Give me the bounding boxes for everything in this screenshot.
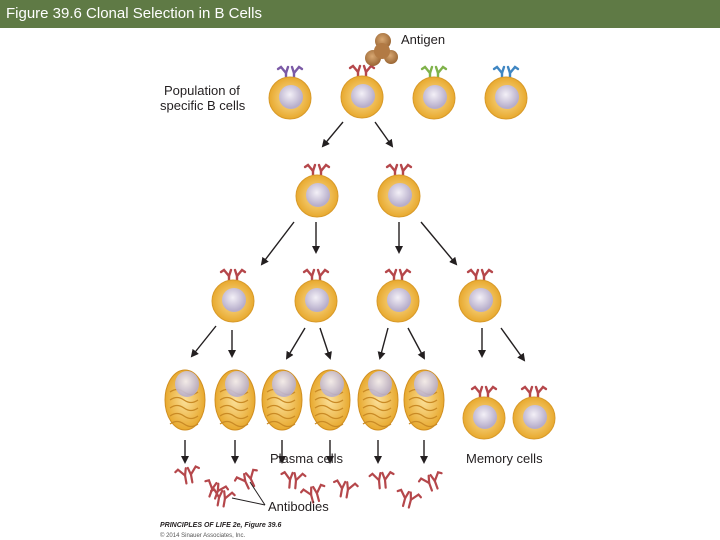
flow-arrow <box>190 325 217 358</box>
antibody-icon <box>332 479 359 499</box>
b-cell-clone <box>295 163 339 218</box>
antigen-icon <box>365 33 398 66</box>
receptor-icon <box>492 65 520 81</box>
receptor-icon <box>520 385 548 401</box>
b-cell-clone <box>211 268 255 323</box>
antibody-icon <box>417 471 443 492</box>
credit-line-1: PRINCIPLES OF LIFE 2e, Figure 39.6 <box>160 522 281 529</box>
receptor-icon <box>420 65 448 81</box>
antibodies-leader-line <box>231 497 266 506</box>
antibodies-layer <box>174 465 443 509</box>
flow-arrow <box>374 121 394 148</box>
flow-arrow <box>321 121 344 148</box>
b-cell-clone <box>377 163 421 218</box>
receptor-icon <box>303 163 331 179</box>
b-cell <box>268 65 312 120</box>
cells-layer <box>164 64 556 440</box>
flow-arrow <box>285 327 306 360</box>
figure-title: Figure 39.6 Clonal Selection in B Cells <box>6 5 262 22</box>
memory-cell <box>462 385 506 440</box>
receptor-icon <box>385 163 413 179</box>
flow-arrow <box>500 327 526 362</box>
b-cell <box>484 65 528 120</box>
receptor-icon <box>276 65 304 81</box>
memory-cell <box>512 385 556 440</box>
flow-arrow <box>319 327 332 360</box>
antibody-icon <box>300 483 326 504</box>
receptor-icon <box>470 385 498 401</box>
receptor-icon <box>302 268 330 284</box>
receptor-icon <box>219 268 247 284</box>
receptor-icon <box>466 268 494 284</box>
b-cell-clone <box>294 268 338 323</box>
antibodies-leader-line <box>249 481 266 506</box>
selected-b-cell <box>340 64 384 119</box>
antibody-icon <box>233 468 258 490</box>
plasma-cell <box>403 369 445 431</box>
antibody-icon <box>368 470 395 490</box>
arrows-layer <box>181 121 526 464</box>
plasma-cell <box>214 369 256 431</box>
title-bar: Figure 39.6 Clonal Selection in B Cells <box>0 0 720 28</box>
population-label-line1: Population of <box>164 83 240 98</box>
receptor-icon <box>384 268 412 284</box>
antibody-icon <box>209 488 236 508</box>
plasma-cell <box>357 369 399 431</box>
memory-cells-label: Memory cells <box>466 451 543 466</box>
antibody-icon <box>280 470 307 490</box>
plasma-cell <box>309 369 351 431</box>
b-cell-clone <box>376 268 420 323</box>
b-cell-clone <box>458 268 502 323</box>
antibodies-label: Antibodies <box>268 499 329 514</box>
flow-arrow <box>260 221 295 266</box>
antibody-icon <box>174 465 201 485</box>
receptor-icon <box>348 64 376 80</box>
flow-arrow <box>420 221 458 266</box>
population-label-line2: specific B cells <box>160 98 246 113</box>
plasma-cell <box>164 369 206 431</box>
plasma-cells-label: Plasma cells <box>270 451 343 466</box>
credit-line-2: © 2014 Sinauer Associates, Inc. <box>160 532 245 539</box>
plasma-cell <box>261 369 303 431</box>
antigen-label: Antigen <box>401 32 445 47</box>
flow-arrow <box>377 327 389 360</box>
antibody-icon <box>396 488 422 509</box>
b-cell <box>412 65 456 120</box>
flow-arrow <box>407 327 425 360</box>
